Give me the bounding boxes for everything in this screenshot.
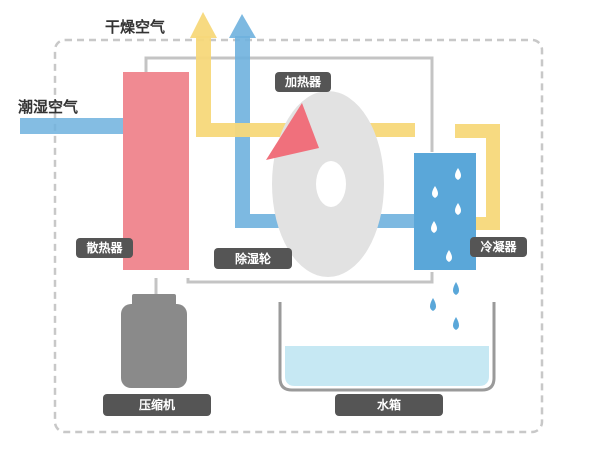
radiator-unit <box>123 72 189 270</box>
radiator-label: 散热器 <box>86 240 123 255</box>
heater-label: 加热器 <box>284 74 322 89</box>
dry-air-label: 干燥空气 <box>105 18 165 36</box>
water-tank-label: 水箱 <box>377 397 401 412</box>
water-drops <box>430 282 459 330</box>
heater-element <box>266 103 319 160</box>
humid-air-flow <box>20 14 415 228</box>
condenser-unit <box>414 153 476 270</box>
dehumidifier-casing <box>53 38 544 434</box>
radiator-tag: 散热器 <box>76 238 133 258</box>
condenser-label: 冷凝器 <box>480 239 517 254</box>
compressor-tag: 压缩机 <box>103 394 211 416</box>
compressor-label: 压缩机 <box>139 397 175 412</box>
humid-air-label: 潮湿空气 <box>18 98 78 116</box>
dry-air-flow <box>190 12 500 230</box>
water-tank-tag: 水箱 <box>335 394 443 416</box>
compressor-unit <box>121 294 187 388</box>
water-tank <box>278 302 496 392</box>
heater-tag: 加热器 <box>275 72 331 92</box>
condenser-tag: 冷凝器 <box>470 237 527 257</box>
desiccant-wheel-label: 除湿轮 <box>235 251 272 266</box>
desiccant-wheel-tag: 除湿轮 <box>214 248 292 269</box>
